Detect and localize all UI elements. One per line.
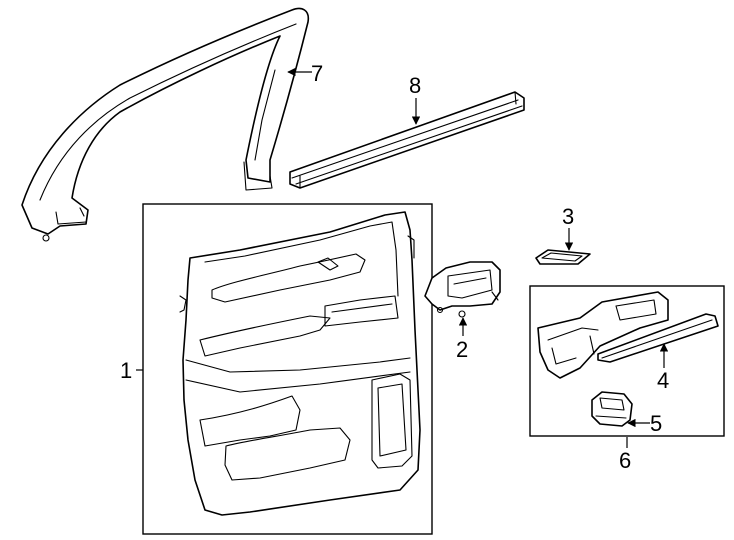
window-switch <box>591 391 633 427</box>
callout-7: 7 <box>311 61 323 86</box>
door-trim-panel-box <box>142 203 433 535</box>
trim-pad <box>535 249 591 265</box>
callout-6: 6 <box>619 448 631 473</box>
callout-5: 5 <box>650 411 662 436</box>
door-trim-panel <box>179 211 421 516</box>
door-frame-garnish <box>21 7 310 242</box>
window-switch-bezel <box>537 291 669 379</box>
callout-8: 8 <box>409 73 421 98</box>
inside-door-handle <box>424 261 501 318</box>
callout-1: 1 <box>120 358 132 383</box>
window-switch-assembly-box <box>529 285 725 437</box>
callout-3: 3 <box>562 204 574 229</box>
leader-lines <box>136 67 669 448</box>
callout-4: 4 <box>657 368 669 393</box>
callout-2: 2 <box>456 337 468 362</box>
switch-rod <box>597 313 719 363</box>
belt-weatherstrip <box>289 91 525 189</box>
